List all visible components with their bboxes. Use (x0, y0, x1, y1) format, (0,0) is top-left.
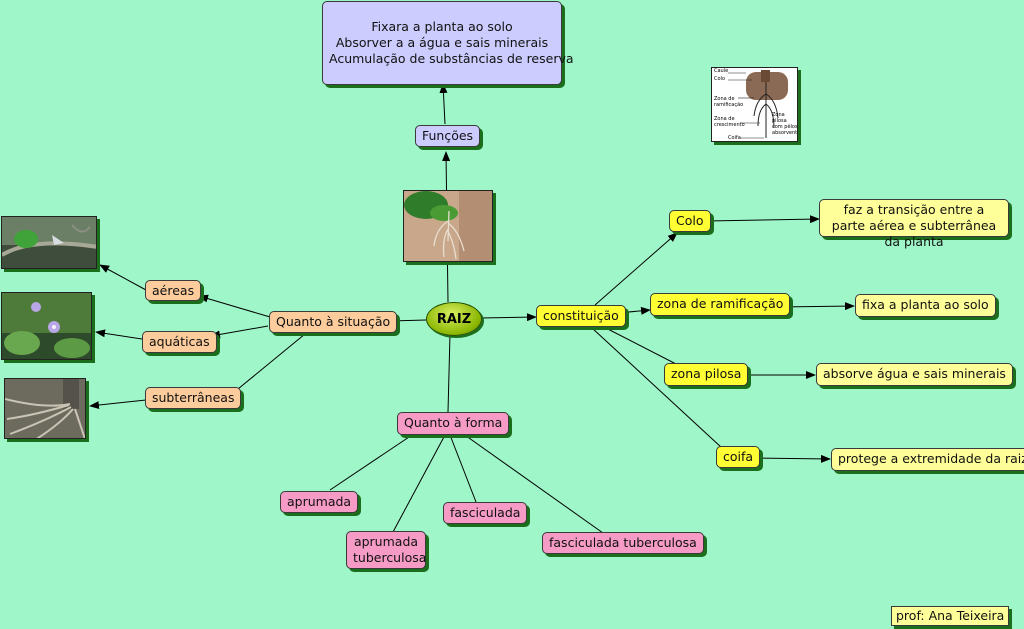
forma-aprumada-tuberculosa-label: aprumada tuberculosa (353, 534, 427, 565)
colo-desc-text: faz a transição entre a parte aérea e su… (831, 202, 997, 249)
forma-fasciculada-tuberculosa[interactable]: fasciculada tuberculosa (542, 532, 704, 554)
ramificacao-desc[interactable]: fixa a planta ao solo (855, 294, 996, 317)
link-colo-desc (706, 215, 820, 224)
root-anatomy-diagram: Caule Colo Zona de ramificação Zona de c… (711, 67, 798, 142)
aereas-photo (1, 216, 97, 269)
link-situacao-aquaticas (210, 325, 269, 339)
diagram-label-zona-ramificacao: Zona de ramificação (714, 96, 744, 108)
root-plant-photo (403, 190, 493, 262)
link-const-pilosa (599, 324, 679, 366)
aquaticas-photo (1, 292, 92, 360)
zona-ramificacao-node[interactable]: zona de ramificação (650, 293, 791, 316)
diagram-label-colo: Colo (714, 76, 725, 82)
link-subterraneas-photo (89, 399, 147, 410)
author-credit: prof: Ana Teixeira (891, 606, 1010, 626)
link-const-coifa (591, 327, 723, 449)
link-aereas-photo2 (99, 264, 147, 291)
link-forma-fasciculada (449, 434, 477, 503)
diagram-label-zona-pilosa: Zona pilosa com pêlos absorventes (772, 112, 798, 136)
colo-desc[interactable]: faz a transição entre a parte aérea e su… (819, 199, 1009, 249)
funcoes-item: Acumulação de substâncias de reserva (329, 51, 574, 66)
link-ramificacao-desc (777, 302, 855, 311)
link-raiz-forma (447, 333, 451, 413)
coifa-desc[interactable]: protege a extremidade da raiz (831, 448, 1024, 471)
colo-node[interactable]: Colo (669, 210, 711, 232)
link-funcoes-list (439, 83, 448, 125)
diagram-label-coifa: Coifa (728, 135, 741, 141)
constituicao-node[interactable]: constituição (536, 305, 626, 327)
situacao-node[interactable]: Quanto à situação (269, 311, 398, 333)
situacao-subterraneas[interactable]: subterrâneas (145, 387, 242, 409)
link-coifa-desc (755, 454, 831, 463)
link-forma-aprumada-tub (392, 434, 446, 533)
funcoes-item: Absorver a a água e sais minerais (335, 35, 549, 50)
coifa-node[interactable]: coifa (716, 446, 761, 468)
link-raiz-constituicao (479, 313, 537, 322)
situacao-aereas[interactable]: aéreas (145, 280, 202, 301)
link-aquaticas-photo (95, 329, 143, 340)
forma-node[interactable]: Quanto à forma (397, 412, 510, 435)
link-forma-aprumada (329, 432, 416, 491)
forma-fasciculada[interactable]: fasciculada (443, 502, 528, 524)
situacao-aquaticas[interactable]: aquáticas (142, 331, 217, 353)
link-situacao-aereas (198, 294, 271, 318)
zona-pilosa-node[interactable]: zona pilosa (664, 363, 749, 386)
forma-aprumada[interactable]: aprumada (280, 491, 359, 513)
raiz-central-node[interactable]: RAIZ (426, 302, 482, 336)
link-forma-fasciculada-tub (461, 432, 604, 534)
link-const-colo (594, 232, 678, 306)
forma-aprumada-tuberculosa[interactable]: aprumada tuberculosa (346, 531, 426, 569)
funcoes-list-box: Fixara a planta ao solo Absorver a a águ… (322, 1, 574, 85)
pilosa-desc[interactable]: absorve água e sais minerais (816, 363, 1013, 386)
link-situacao-subterraneas (237, 333, 306, 390)
subterraneas-photo (4, 378, 86, 439)
funcoes-item: Fixara a planta ao solo (371, 19, 513, 34)
funcoes-node[interactable]: Funções (415, 125, 481, 147)
diagram-label-caule: Caule (714, 68, 729, 74)
diagram-label-zona-crescimento: Zona de crescimento (714, 116, 745, 128)
